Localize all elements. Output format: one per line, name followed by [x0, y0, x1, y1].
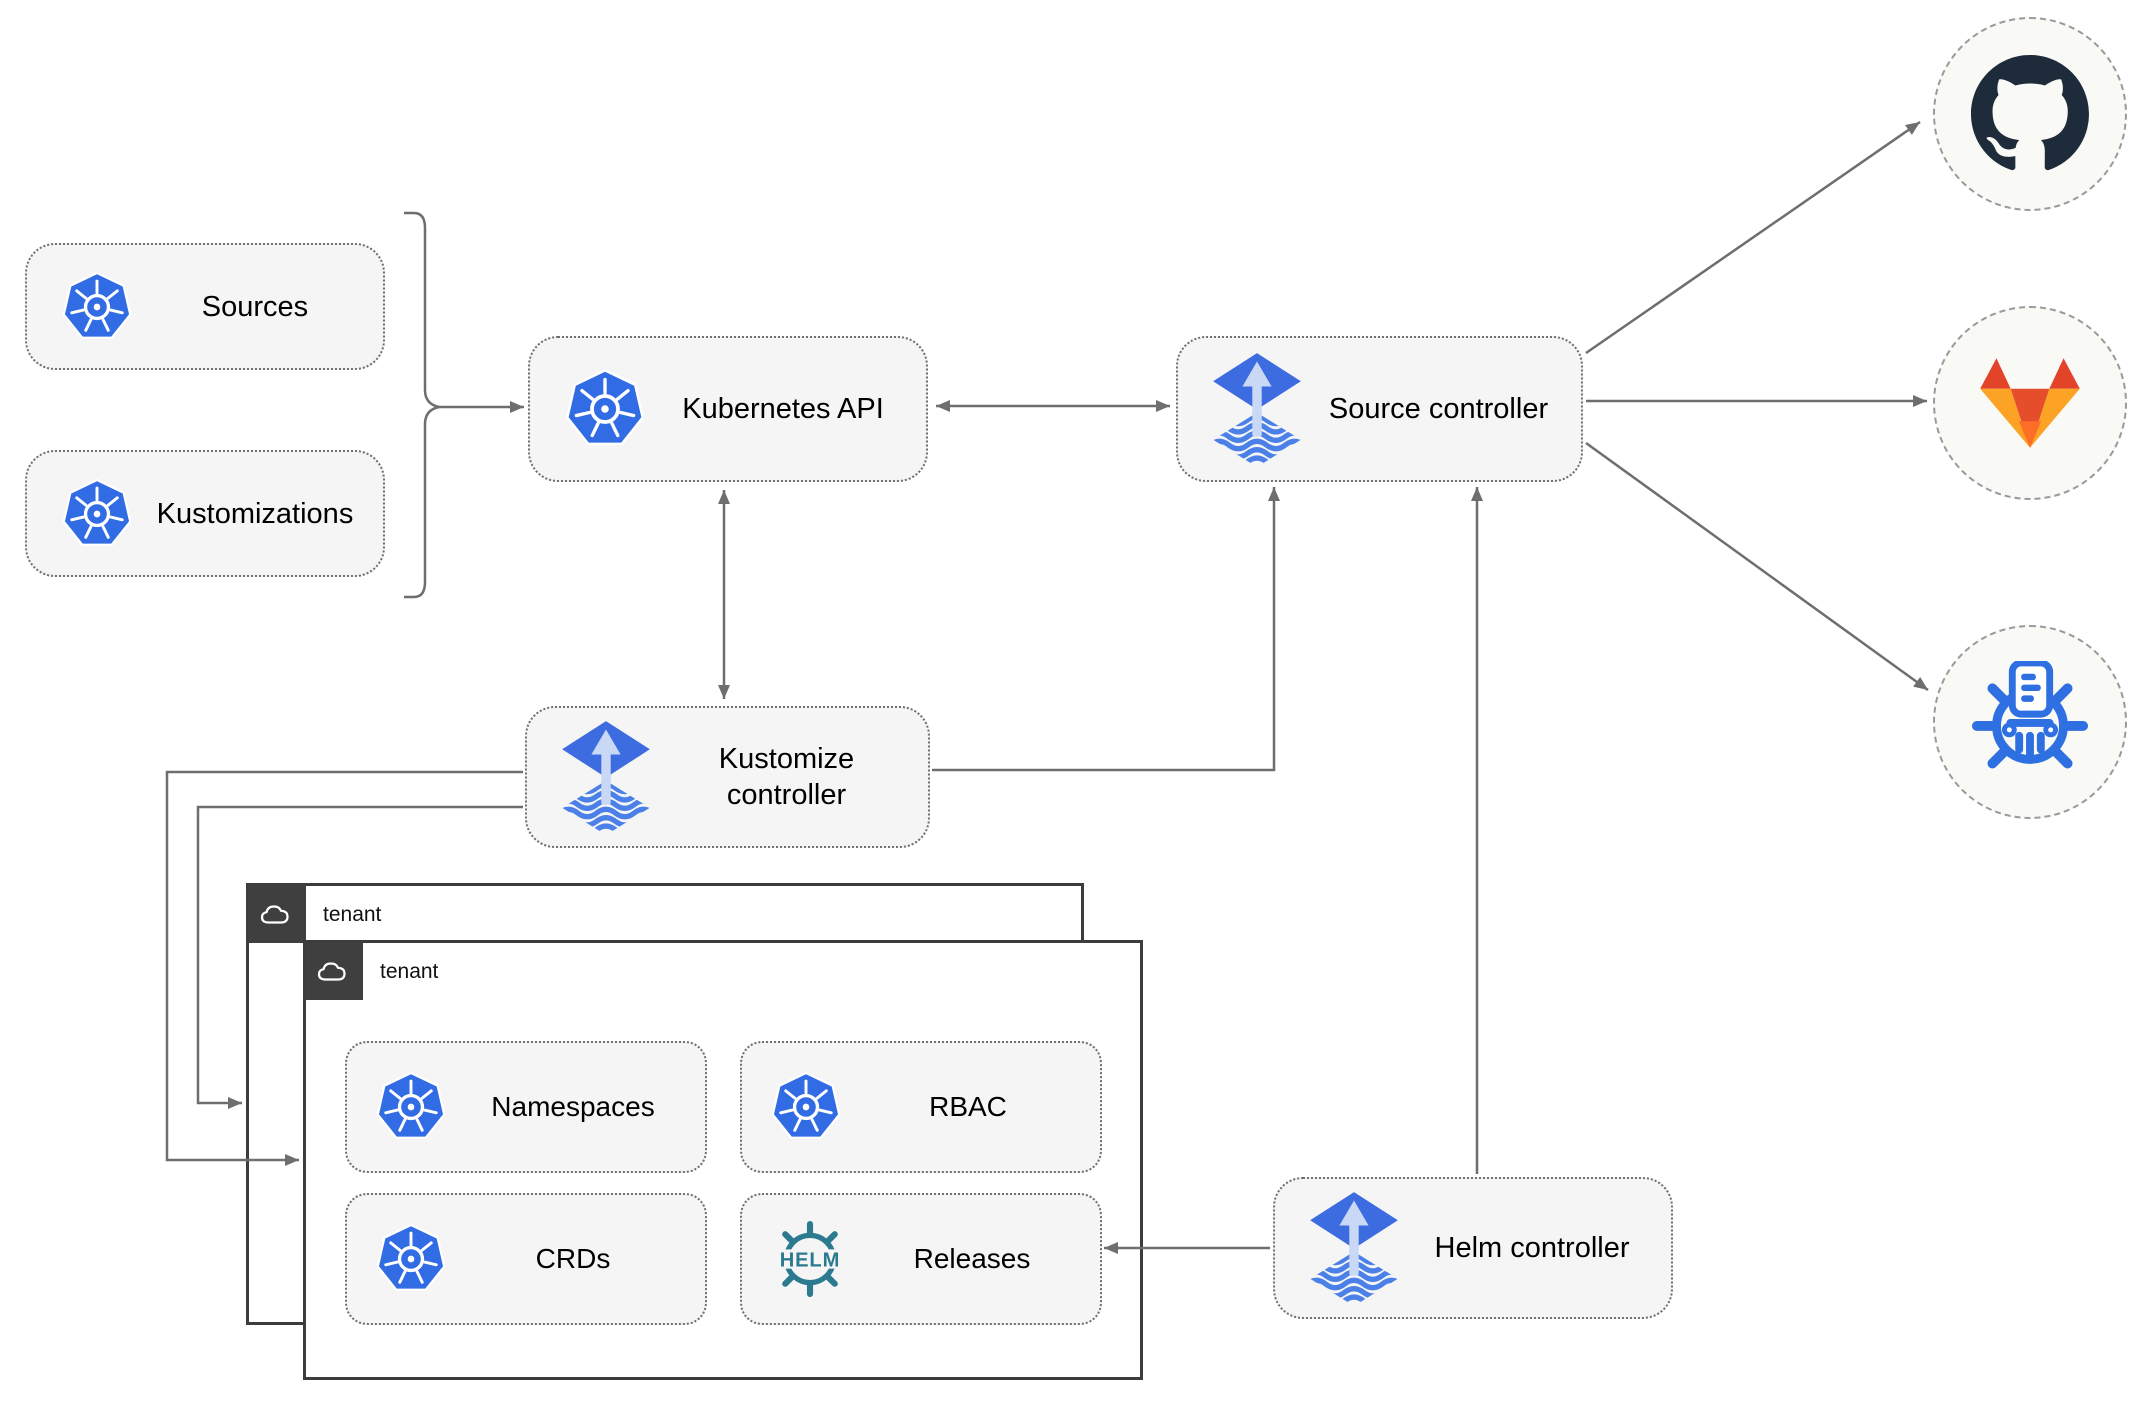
gitlab-logo-icon	[1969, 352, 2091, 454]
kubernetes-icon	[59, 270, 135, 344]
connector-source-github	[1585, 120, 1921, 355]
node-kustomizations: Kustomizations	[25, 450, 385, 577]
node-label: Releases	[913, 1243, 1031, 1274]
node-crds: CRDs	[345, 1193, 707, 1325]
node-namespaces: Namespaces	[345, 1041, 707, 1173]
external-github	[1933, 17, 2127, 211]
kubernetes-icon	[373, 1070, 449, 1144]
tenant-label: tenant	[323, 903, 382, 926]
node-helm-controller: Helm controller	[1273, 1177, 1673, 1319]
helm-wheel-icon: HELM	[769, 1220, 851, 1298]
chartmuseum-logo-icon	[1969, 661, 2091, 783]
flux-icon	[1307, 1190, 1401, 1307]
tenant-tab	[248, 885, 306, 943]
cloud-icon	[316, 958, 352, 984]
node-label: Kustomize controller	[718, 743, 855, 811]
node-releases: HELM Releases	[740, 1193, 1102, 1325]
brace-sources-group	[404, 211, 440, 599]
node-label: Source controller	[1328, 393, 1549, 425]
kubernetes-icon	[562, 367, 648, 451]
kubernetes-icon	[373, 1222, 449, 1296]
kubernetes-icon	[768, 1070, 844, 1144]
node-label: RBAC	[929, 1091, 1007, 1122]
node-label: Namespaces	[491, 1091, 655, 1122]
node-sources: Sources	[25, 243, 385, 370]
node-label: Kustomizations	[156, 497, 354, 530]
cloud-icon	[259, 901, 295, 927]
connector-kustomize-source	[932, 487, 1280, 772]
flux-icon	[559, 719, 653, 836]
external-helm-repository	[1933, 625, 2127, 819]
flux-icon	[1210, 351, 1304, 468]
node-label: Kubernetes API	[682, 393, 884, 425]
helm-wordmark: HELM	[780, 1249, 840, 1271]
connector-source-helmrepo	[1585, 441, 1929, 692]
node-label: Sources	[201, 290, 309, 323]
external-gitlab	[1933, 306, 2127, 500]
node-kustomize-controller: Kustomize controller	[525, 706, 930, 848]
github-logo-icon	[1971, 55, 2089, 173]
tenant-label: tenant	[380, 960, 439, 983]
node-label: CRDs	[535, 1243, 611, 1274]
tenant-tab	[305, 942, 363, 1000]
node-source-controller: Source controller	[1176, 336, 1583, 482]
node-label: Helm controller	[1434, 1232, 1630, 1264]
node-kubernetes-api: Kubernetes API	[528, 336, 928, 482]
tenant-box-inner: tenant Namespaces RBAC CRDs	[303, 940, 1143, 1380]
kubernetes-icon	[59, 477, 135, 551]
node-rbac: RBAC	[740, 1041, 1102, 1173]
